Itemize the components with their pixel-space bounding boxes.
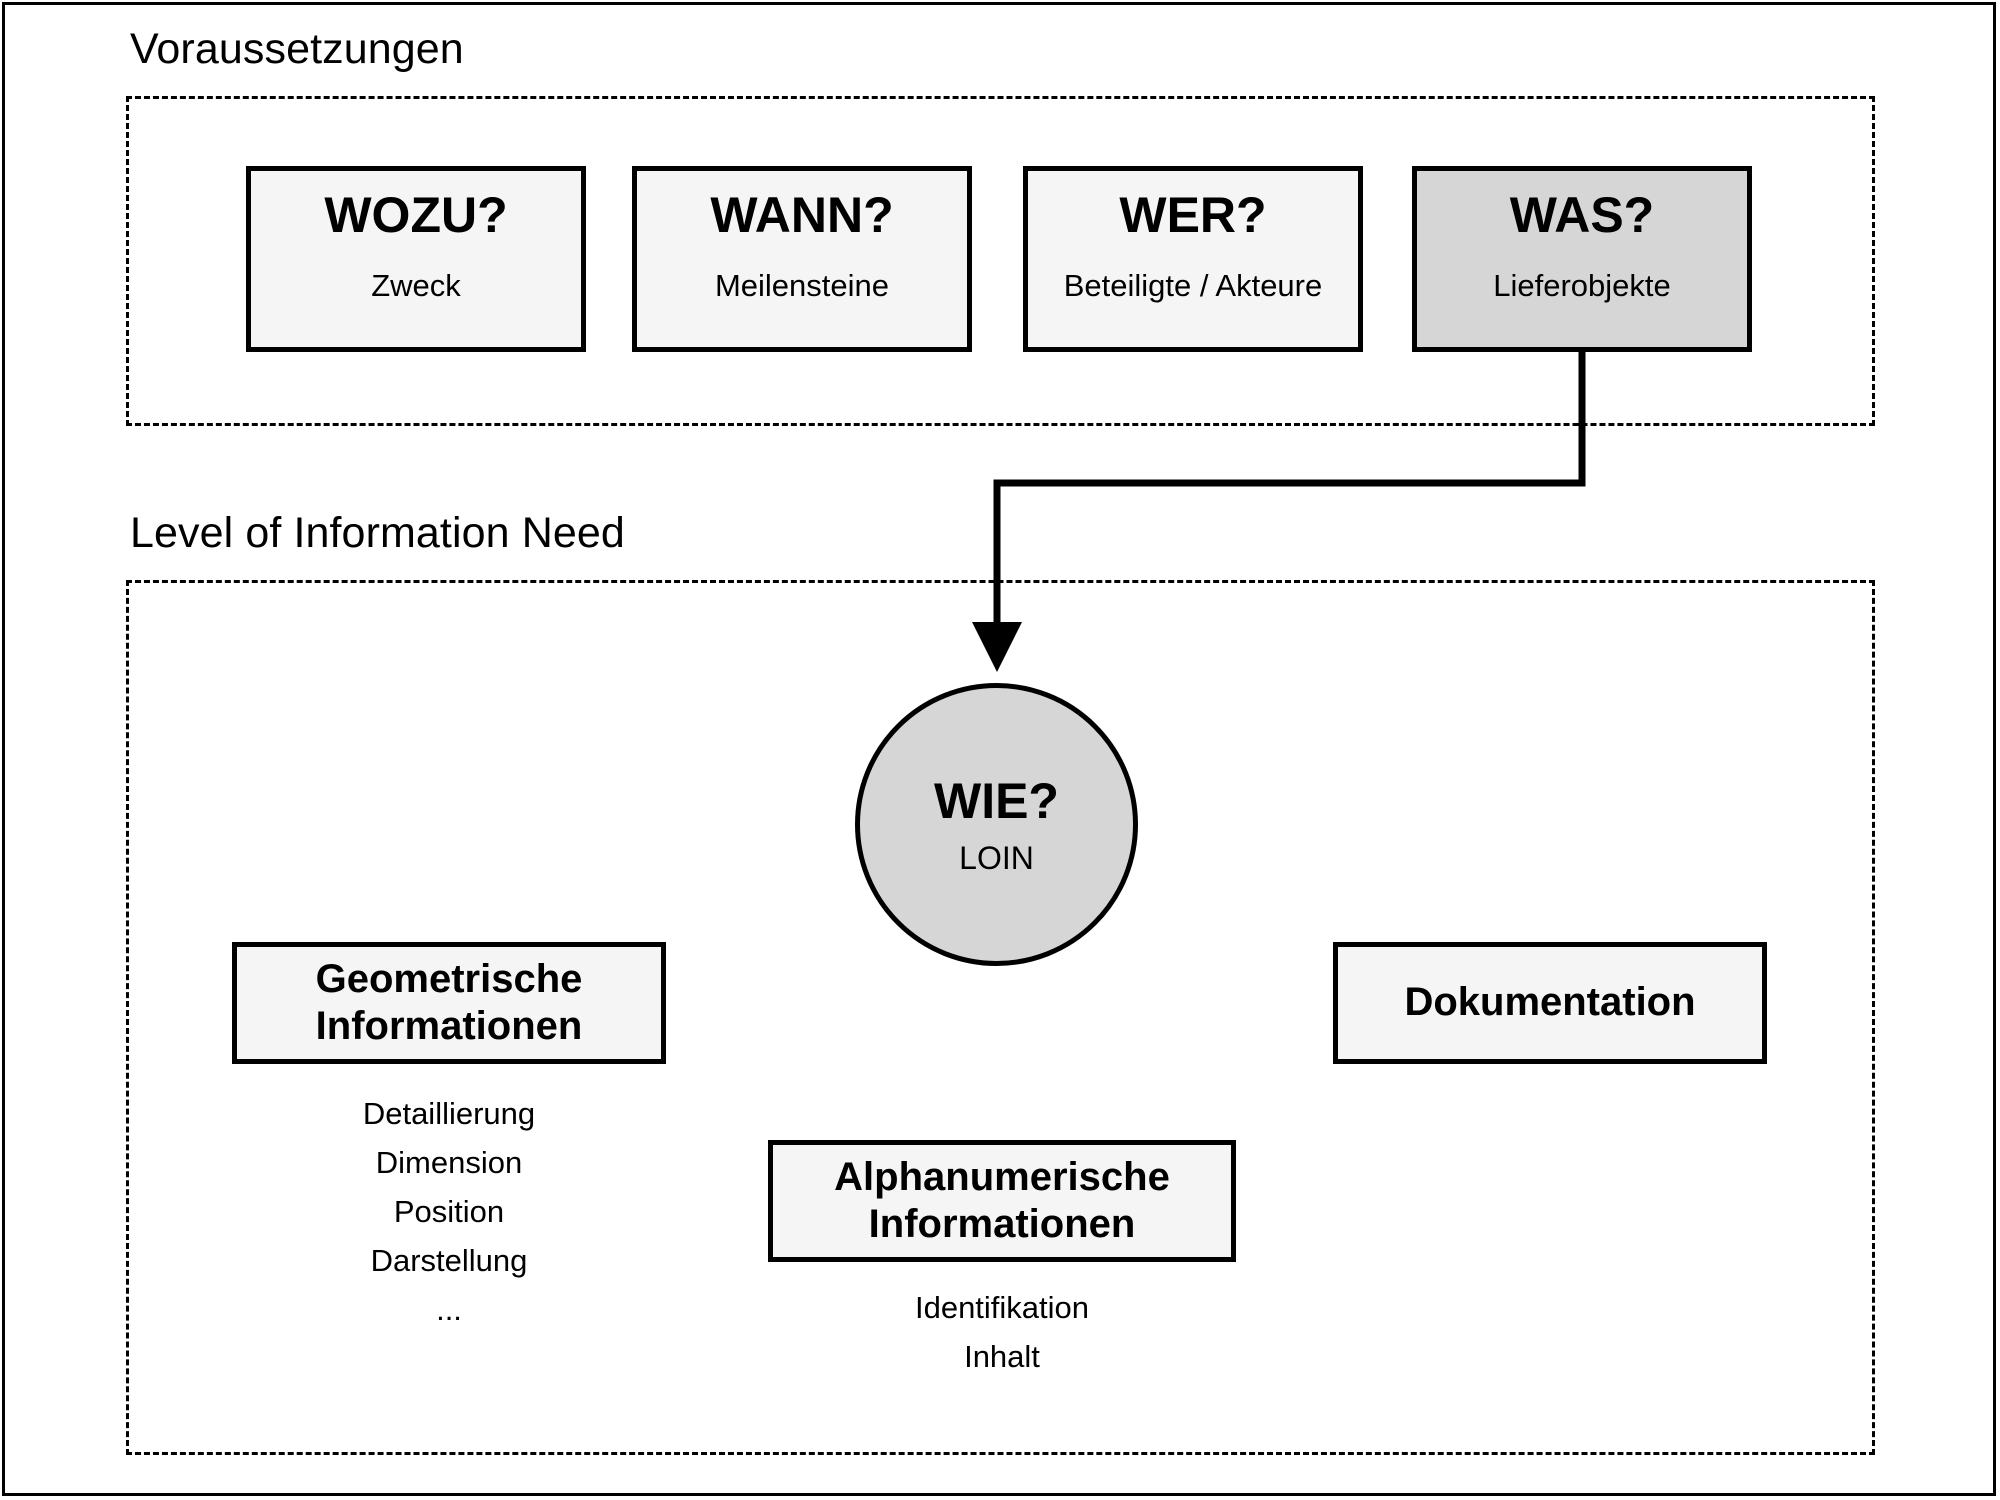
question-box-was[interactable]: WAS? Lieferobjekte [1412,166,1752,352]
question-box-subtitle: Meilensteine [714,267,890,303]
attribute-item: Detaillierung [362,1096,536,1131]
attribute-item: ... [436,1292,462,1327]
category-box-geometrische-informationen[interactable]: Geometrische Informationen [232,942,666,1064]
loin-circle-subtitle: LOIN [959,839,1034,876]
question-box-wann[interactable]: WANN? Meilensteine [632,166,972,352]
loin-circle-title: WIE? [934,772,1059,829]
question-box-title: WOZU? [324,187,508,243]
question-box-title: WANN? [710,187,894,243]
attribute-list-alphanumerische: Identifikation Inhalt [768,1292,1236,1372]
attribute-item: Dimension [375,1145,523,1180]
question-box-title: WAS? [1509,187,1655,243]
question-box-wer[interactable]: WER? Beteiligte / Akteure [1023,166,1363,352]
question-box-title: WER? [1119,187,1267,243]
category-box-dokumentation[interactable]: Dokumentation [1333,942,1767,1064]
category-box-alphanumerische-informationen[interactable]: Alphanumerische Informationen [768,1140,1236,1262]
attribute-list-geometrische: Detaillierung Dimension Position Darstel… [232,1098,666,1325]
attribute-item: Inhalt [964,1339,1040,1374]
question-box-wozu[interactable]: WOZU? Zweck [246,166,586,352]
group-title-prerequisites: Voraussetzungen [130,25,464,73]
group-title-loin: Level of Information Need [130,509,625,557]
attribute-item: Position [393,1194,505,1229]
question-box-subtitle: Beteiligte / Akteure [1063,267,1323,303]
attribute-item: Darstellung [370,1243,528,1278]
attribute-item: Identifikation [914,1290,1090,1325]
group-container-loin [126,580,1875,1455]
question-box-subtitle: Lieferobjekte [1493,267,1671,303]
question-box-subtitle: Zweck [371,267,461,303]
loin-circle-wie[interactable]: WIE? LOIN [855,683,1138,966]
